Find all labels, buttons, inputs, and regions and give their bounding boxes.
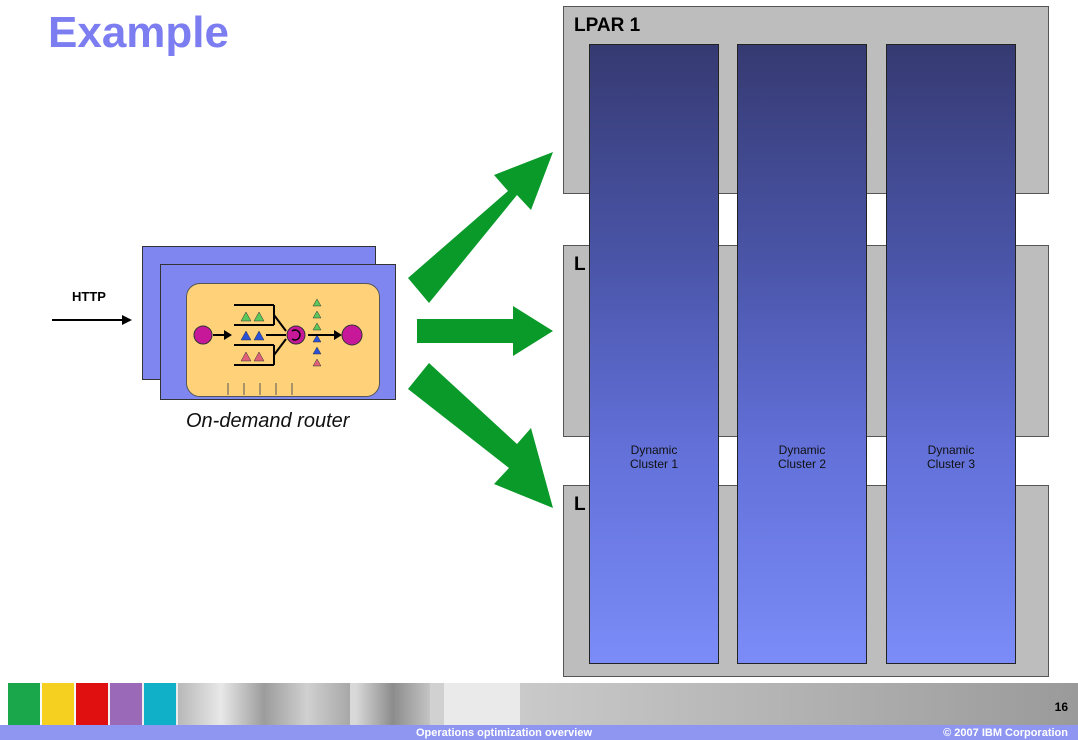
footer-bottom-band <box>0 725 1078 740</box>
cluster-2-label: Dynamic Cluster 2 <box>777 443 827 471</box>
lpar-3-label: L <box>574 494 586 515</box>
footer-photo-strip <box>178 683 350 725</box>
cluster-3-label: Dynamic Cluster 3 <box>926 443 976 471</box>
footer-square-green <box>8 683 40 725</box>
lpar-1-label: LPAR 1 <box>574 15 641 36</box>
footer-block-light <box>444 683 520 725</box>
cluster-1-label: Dynamic Cluster 1 <box>629 443 679 471</box>
http-arrow-icon <box>52 315 132 325</box>
footer-square-yellow <box>42 683 74 725</box>
slide-title: Example <box>48 8 229 57</box>
footer-square-cyan <box>144 683 176 725</box>
footer-square-purple <box>110 683 142 725</box>
footer-center-text: Operations optimization overview <box>416 727 593 739</box>
router-caption: On-demand router <box>186 410 350 432</box>
arrow-to-lpar-3 <box>408 363 553 508</box>
dynamic-cluster-2: Dynamic Cluster 2 <box>737 44 867 664</box>
lpar-2-label: L <box>574 254 586 275</box>
page-number: 16 <box>1054 700 1068 714</box>
dynamic-cluster-3: Dynamic Cluster 3 <box>886 44 1016 664</box>
footer-copyright: © 2007 IBM Corporation <box>943 727 1068 739</box>
dynamic-cluster-1: Dynamic Cluster 1 <box>589 44 719 664</box>
footer-square-red <box>76 683 108 725</box>
http-label: HTTP <box>72 289 106 304</box>
footer-photo-strip-2 <box>356 683 430 725</box>
router-flow-icon <box>193 298 363 395</box>
arrow-to-lpar-1 <box>408 152 553 303</box>
arrow-to-lpar-2 <box>417 306 553 356</box>
